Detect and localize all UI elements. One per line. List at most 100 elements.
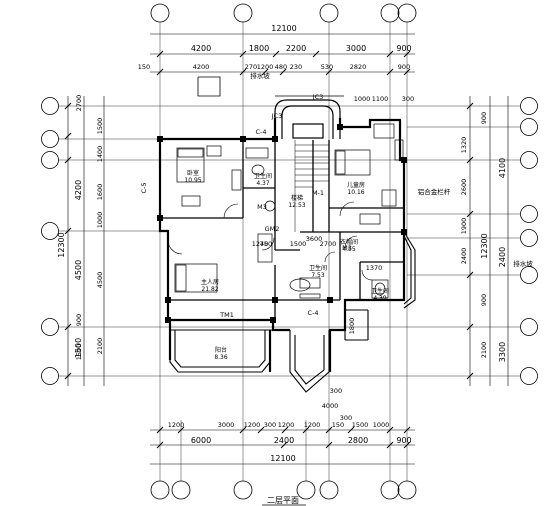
- dim-right-row2: 3300: [498, 342, 507, 362]
- label-label-300: 300: [402, 95, 414, 103]
- dim-top-row1: 2200: [286, 44, 306, 53]
- dim-right-row1: 900: [480, 294, 488, 306]
- dim-top-row1: 900: [396, 44, 411, 53]
- room-name: 卧室: [187, 169, 199, 177]
- dim-top-row2: 900: [398, 63, 410, 71]
- room-name: 楼梯: [291, 194, 303, 202]
- exterior-walls: [158, 118, 406, 372]
- parapet-top: [197, 76, 344, 97]
- dim-left-row1: 1500: [75, 344, 83, 361]
- dim-bottom-row1: 300: [264, 421, 276, 429]
- dim-left-row2: 1500: [74, 338, 83, 358]
- room-area: 12.53: [288, 202, 305, 209]
- label-label-750: 750: [260, 240, 272, 248]
- dim-bottom-extra: 300: [330, 387, 342, 395]
- balcony: [169, 329, 273, 373]
- dim-top-row2: 1200: [257, 63, 274, 71]
- dim-left-row1: 1000: [96, 212, 104, 229]
- dim-right-row1: 1900: [460, 218, 468, 235]
- dim-top-row1: 1800: [249, 44, 269, 53]
- dim-top-row2: 530: [321, 63, 333, 71]
- stair-treads: [294, 140, 329, 232]
- label-label-1800: 1800: [348, 318, 356, 335]
- label-window-m3a: M3: [257, 203, 267, 211]
- label-label-1370: 1370: [366, 264, 383, 272]
- label-parapet-top: 排水坡: [250, 71, 270, 80]
- dim-left-row1: 1500: [96, 118, 104, 135]
- dim-left-row1: 2700: [75, 95, 83, 112]
- room-area: 4.39: [373, 295, 387, 302]
- room-area: 4.37: [256, 180, 270, 187]
- lower-bay: [289, 309, 369, 393]
- label-label-1000: 1000: [354, 95, 371, 103]
- furniture: [174, 123, 404, 299]
- room-labels: 卧室10.95卫生间4.37楼梯12.53儿童房10.16主人房21.82卫生间…: [184, 169, 389, 361]
- label-label-1100: 1100: [372, 95, 389, 103]
- axis-bubbles-right: [520, 97, 538, 385]
- label-window-jc3b: JC3: [271, 112, 283, 120]
- room-area: 10.95: [184, 177, 201, 184]
- dim-right-row1: 1320: [460, 137, 468, 154]
- dim-bottom-row2: 2400: [274, 436, 294, 445]
- dim-right-row1: 2600: [460, 179, 468, 196]
- axis-bubbles-top: [150, 3, 417, 23]
- dim-top-row1: 3000: [346, 44, 366, 53]
- dim-bottom-row1: 1200: [304, 421, 321, 429]
- dim-left-row1: 1400: [96, 146, 104, 163]
- dim-left-row2: 4500: [74, 260, 83, 280]
- dim-bottom-row1: 1200: [168, 421, 185, 429]
- room-name: 主人房: [201, 278, 219, 286]
- dim-left-row1: 4500: [96, 272, 104, 289]
- room-name: 儿童房: [347, 181, 365, 189]
- dim-top-row2: 2820: [350, 63, 367, 71]
- room-area: 8.36: [214, 354, 228, 361]
- label-window-tm1: TM1: [219, 311, 234, 319]
- dim-top-row2: 480: [275, 63, 287, 71]
- dim-top-row2: 150: [138, 63, 150, 71]
- dimension-lines: [67, 33, 509, 465]
- dim-bottom-extra: 300: [340, 414, 352, 422]
- dim-right-row2: 2400: [498, 247, 507, 267]
- label-label-3600: 3600: [306, 235, 323, 243]
- label-window-gm2: GM2: [265, 225, 280, 233]
- dim-bottom-row2: 2800: [348, 436, 368, 445]
- right-bay: [403, 231, 416, 309]
- drawing-title: 二层平面: [267, 496, 299, 505]
- dim-bottom-row2: 6000: [191, 436, 211, 445]
- dim-right-row2: 4100: [498, 158, 507, 178]
- dim-left-row2: 4200: [74, 180, 83, 200]
- dim-bottom-extra: 4000: [322, 402, 339, 410]
- dimension-ticks: [64, 50, 474, 449]
- label-label-1240: 1240: [252, 240, 269, 248]
- room-area: 4.55: [342, 246, 356, 253]
- door-swings: [167, 201, 373, 281]
- axis-lines: [59, 22, 520, 481]
- dim-right-row1: 900: [480, 112, 488, 124]
- columns: [157, 124, 407, 323]
- label-window-c4-top: C-4: [255, 128, 266, 136]
- dim-left-row1: 2100: [96, 338, 104, 355]
- label-label-2700: 2700: [320, 240, 337, 248]
- dim-bottom-row1: 1500: [352, 421, 369, 429]
- dim-right-total: 12300: [480, 233, 489, 258]
- dim-bottom-row1: 3000: [218, 421, 235, 429]
- room-area: 10.16: [347, 189, 364, 196]
- room-name: 卫生间: [309, 264, 327, 272]
- label-note-right: 铝合金栏杆: [418, 187, 451, 196]
- label-window-c5: C-5: [140, 182, 148, 193]
- label-window-m3b: M3: [342, 244, 352, 252]
- room-area: 21.82: [201, 286, 218, 293]
- dim-left-row1: 900: [75, 314, 83, 326]
- interior-walls: [160, 139, 404, 320]
- room-area: 7.53: [311, 272, 325, 279]
- dim-bottom-row1: 150: [332, 421, 344, 429]
- dim-left-row1: 1600: [96, 184, 104, 201]
- dim-top-row2: 230: [290, 63, 302, 71]
- dim-top-row2: 4200: [193, 63, 210, 71]
- label-window-m1: M-1: [312, 189, 324, 197]
- stair-bay: [274, 99, 341, 139]
- dim-right-row1: 2100: [480, 342, 488, 359]
